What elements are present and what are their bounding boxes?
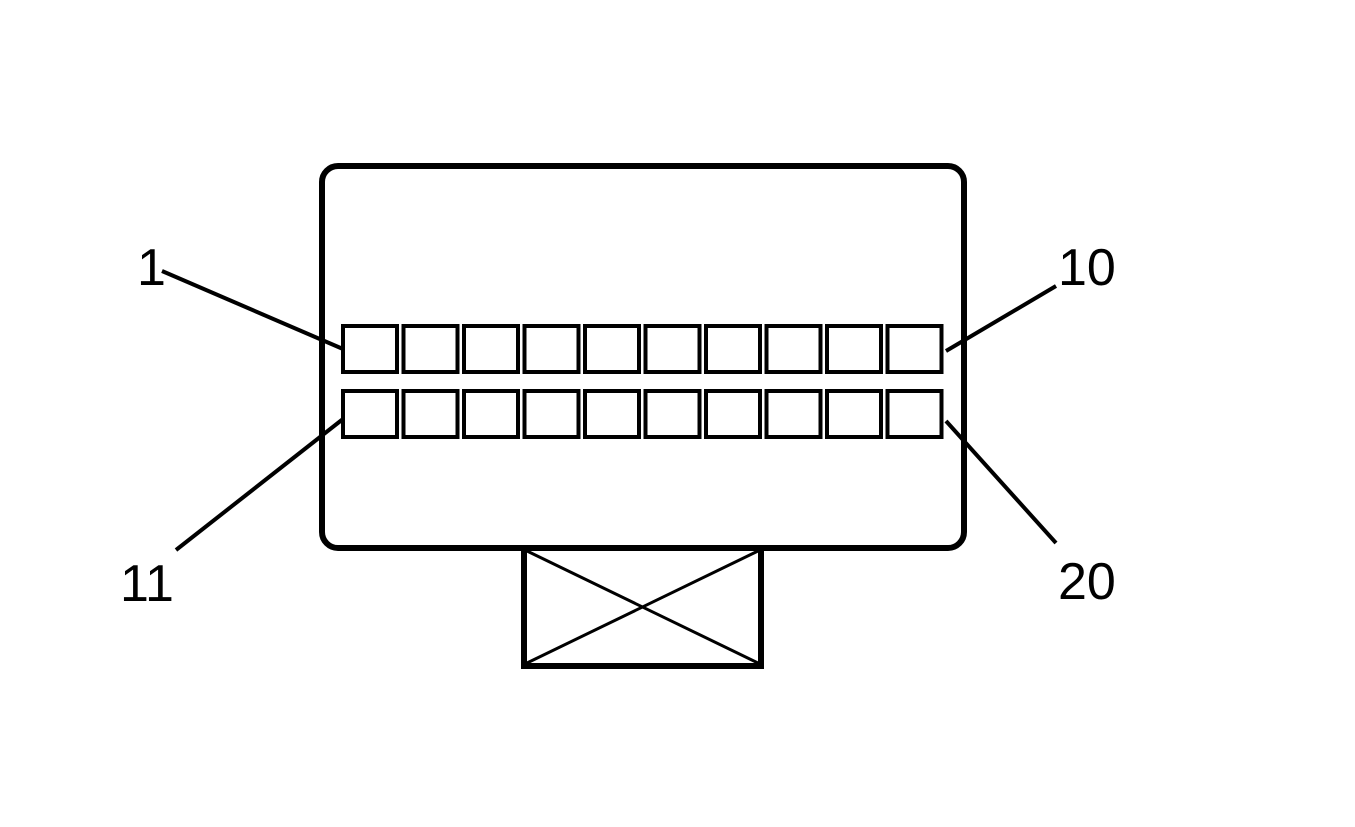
pin-row-bottom [341, 389, 944, 439]
leader-line-pin-10 [944, 284, 1058, 353]
pin-cavity-13 [462, 389, 520, 439]
pin-cavity-12 [401, 389, 460, 439]
pin-cavity-19 [825, 389, 883, 439]
pin-cavity-18 [764, 389, 823, 439]
leader-line-pin-11 [174, 417, 345, 552]
pin-label-20: 20 [1058, 553, 1116, 611]
pin-cavity-17 [704, 389, 762, 439]
pin-cavity-8 [764, 324, 823, 374]
pin-cavity-11 [341, 389, 399, 439]
latch-cross-line-2 [526, 549, 759, 665]
leader-line-pin-1 [161, 269, 344, 351]
pin-cavity-2 [401, 324, 460, 374]
pin-cavity-16 [643, 389, 702, 439]
pin-cavity-10 [885, 324, 944, 374]
pin-cavity-20 [885, 389, 944, 439]
pin-cavity-5 [583, 324, 641, 374]
pin-cavity-9 [825, 324, 883, 374]
connector-latch [521, 545, 764, 669]
pin-cavity-14 [522, 389, 581, 439]
pin-cavity-4 [522, 324, 581, 374]
pin-row-top [341, 324, 944, 374]
leader-line-pin-20 [944, 419, 1058, 545]
latch-box [521, 545, 764, 669]
pin-cavity-7 [704, 324, 762, 374]
pin-label-11: 11 [120, 555, 174, 613]
pin-label-10: 10 [1058, 239, 1116, 297]
pin-cavity-1 [341, 324, 399, 374]
pin-cavity-15 [583, 389, 641, 439]
pin-label-1: 1 [137, 239, 166, 297]
pin-cavity-3 [462, 324, 520, 374]
connector-body [319, 163, 967, 551]
pin-cavity-6 [643, 324, 702, 374]
